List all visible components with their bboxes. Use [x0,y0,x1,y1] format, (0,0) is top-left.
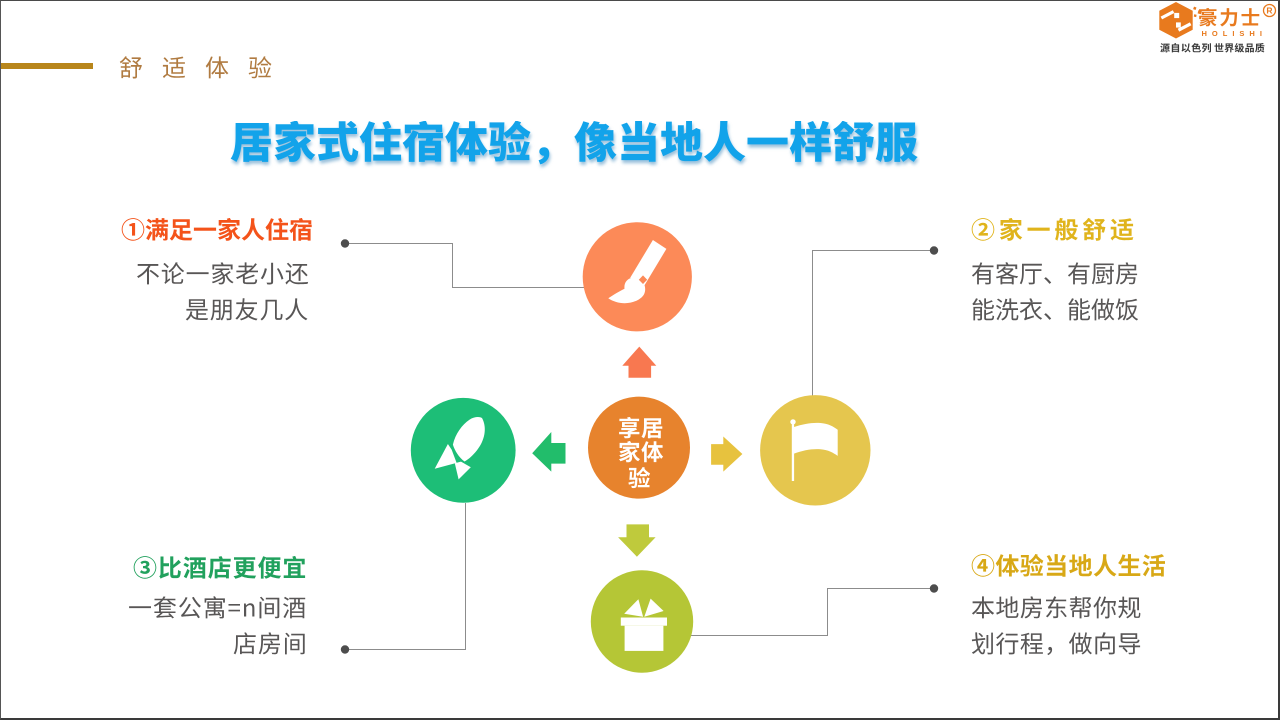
svg-text:R: R [1266,6,1272,16]
